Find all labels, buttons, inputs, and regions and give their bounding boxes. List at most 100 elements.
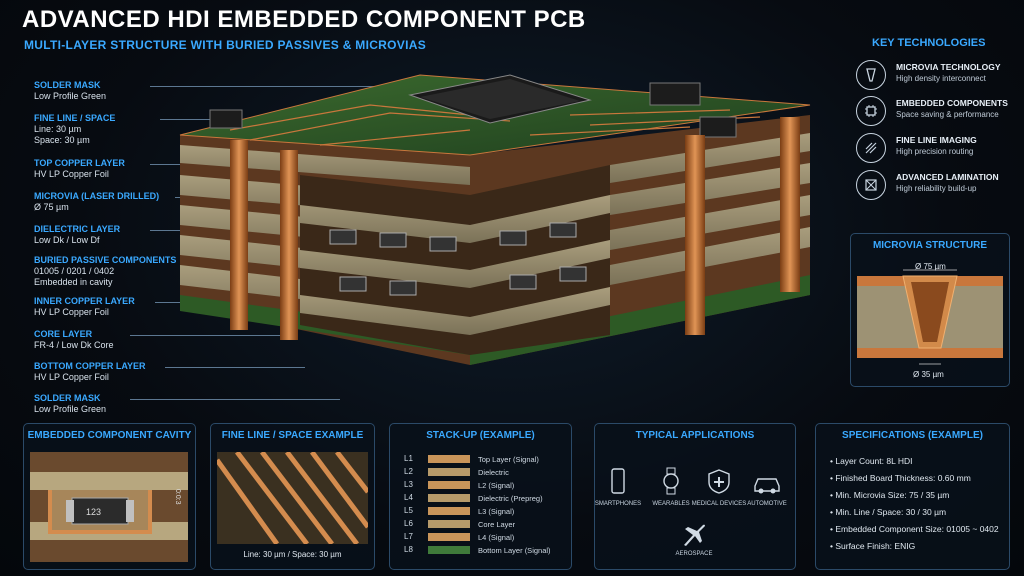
stackup-layer-id: L2 (404, 467, 413, 476)
stackup-layer-bar (428, 507, 470, 515)
label-top-copper-layer: TOP COPPER LAYER HV LP Copper Foil (34, 158, 125, 179)
leader-line (130, 399, 340, 400)
lamination-icon (856, 170, 886, 200)
spec-item: • Surface Finish: ENIG (830, 541, 915, 551)
label-dielectric-layer: DIELECTRIC LAYER Low Dk / Low Df (34, 224, 121, 245)
stackup-layer-desc: L3 (Signal) (478, 507, 515, 516)
stackup-layer-id: L5 (404, 506, 413, 515)
buried-component (339, 276, 367, 292)
stackup-layer-desc: L2 (Signal) (478, 481, 515, 490)
buried-component (389, 280, 417, 296)
medical-icon (704, 466, 734, 496)
label-buried-passives: BURIED PASSIVE COMPONENTS 01005 / 0201 /… (34, 255, 177, 287)
car-icon (752, 468, 782, 498)
spec-text: Min. Line / Space: 30 / 30 µm (835, 507, 947, 517)
fine-line-icon (856, 133, 886, 163)
small-chip (649, 82, 701, 106)
app-label-automotive: AUTOMOTIVE (747, 501, 787, 507)
buried-component (509, 274, 537, 290)
stackup-layer-id: L4 (404, 493, 413, 502)
stackup-layer-bar (428, 533, 470, 541)
spec-item: • Min. Microvia Size: 75 / 35 µm (830, 490, 949, 500)
main-chip (408, 74, 592, 124)
buried-component (379, 232, 407, 248)
via-pillar (780, 117, 800, 292)
key-tech-fine-line: FINE LINE IMAGING High precision routing (856, 133, 1016, 165)
stackup-layer-bar (428, 468, 470, 476)
stackup-layer-desc: Dielectric (Prepreg) (478, 494, 543, 503)
stackup-title: STACK-UP (EXAMPLE) (426, 430, 535, 441)
small-chip (209, 109, 243, 129)
microvia-icon (856, 60, 886, 90)
label-solder-mask-bottom: SOLDER MASK Low Profile Green (34, 393, 107, 414)
stackup-layer-id: L7 (404, 532, 413, 541)
fine-line-illustration (217, 452, 368, 544)
cavity-panel-title: EMBEDDED COMPONENT CAVITY (27, 430, 192, 441)
small-chip (699, 116, 737, 138)
specifications-title: SPECIFICATIONS (EXAMPLE) (842, 430, 983, 441)
microvia-top-diameter: Ø 75 µm (915, 262, 946, 271)
watch-icon (656, 466, 686, 496)
stackup-layer-id: L3 (404, 480, 413, 489)
key-tech-microvia: MICROVIA TECHNOLOGY High density interco… (856, 60, 1016, 92)
cavity-component-label: 123 (86, 507, 102, 517)
spec-text: Embedded Component Size: 01005 ~ 0402 (835, 524, 999, 534)
cavity-panel: EMBEDDED COMPONENT CAVITY 123 0:0:3 (23, 423, 196, 570)
label-bottom-copper-layer: BOTTOM COPPER LAYER HV LP Copper Foil (34, 361, 146, 382)
spec-text: Min. Microvia Size: 75 / 35 µm (835, 490, 950, 500)
bullet-icon: • (830, 473, 836, 483)
key-tech-embedded: EMBEDDED COMPONENTS Space saving & perfo… (856, 96, 1016, 128)
stackup-layer-bar (428, 520, 470, 528)
key-technologies-title: KEY TECHNOLOGIES (872, 37, 986, 49)
buried-component (499, 230, 527, 246)
app-label-aerospace: AEROSPACE (675, 551, 713, 557)
specifications-panel: SPECIFICATIONS (EXAMPLE) • Layer Count: … (815, 423, 1010, 570)
cutaway-interior (300, 165, 610, 355)
bullet-icon: • (830, 490, 836, 500)
stackup-layer-bar (428, 481, 470, 489)
microvia-bottom-diameter: Ø 35 µm (913, 370, 944, 379)
stackup-layer-desc: Bottom Layer (Signal) (478, 546, 551, 555)
spec-text: Finished Board Thickness: 0.60 mm (835, 473, 971, 483)
label-microvia: MICROVIA (LASER DRILLED) Ø 75 µm (34, 191, 160, 212)
leader-line (150, 86, 390, 87)
cavity-side-label: 0:0:3 (174, 489, 181, 505)
stackup-layer-desc: L4 (Signal) (478, 533, 515, 542)
leader-line (165, 367, 305, 368)
microvia-diagram (857, 269, 1003, 365)
bullet-icon: • (830, 541, 836, 551)
buried-component (559, 266, 587, 282)
stackup-layer-id: L1 (404, 454, 413, 463)
applications-panel: TYPICAL APPLICATIONS SMARTPHONES WEARABL… (594, 423, 796, 570)
spec-text: Surface Finish: ENIG (835, 541, 916, 551)
microvia-structure-title: MICROVIA STRUCTURE (872, 240, 988, 251)
cavity-illustration (30, 452, 188, 562)
smartphone-icon (603, 466, 633, 496)
app-label-wearables: WEARABLES (652, 501, 690, 507)
stackup-layer-id: L6 (404, 519, 413, 528)
stackup-panel: STACK-UP (EXAMPLE) L1 Top Layer (Signal) L… (389, 423, 572, 570)
fine-line-panel-title: FINE LINE / SPACE EXAMPLE (221, 430, 364, 441)
stackup-layer-bar (428, 455, 470, 463)
microvia-structure-panel: MICROVIA STRUCTURE Ø 75 µm Ø 35 µm (850, 233, 1010, 387)
label-inner-copper-layer: INNER COPPER LAYER HV LP Copper Foil (34, 296, 135, 317)
label-core-layer: CORE LAYER FR-4 / Low Dk Core (34, 329, 114, 350)
stackup-layer-bar (428, 494, 470, 502)
via-pillar (230, 140, 248, 330)
airplane-icon (679, 520, 709, 550)
stackup-layer-bar (428, 546, 470, 554)
pcb-cross-section-illustration (179, 74, 811, 365)
leader-line (130, 335, 280, 336)
label-solder-mask-top: SOLDER MASK Low Profile Green (34, 80, 107, 101)
app-label-smartphones: SMARTPHONES (594, 501, 642, 507)
via-pillar (280, 150, 298, 340)
stackup-layer-desc: Top Layer (Signal) (478, 455, 539, 464)
spec-item: • Min. Line / Space: 30 / 30 µm (830, 507, 946, 517)
buried-component (429, 236, 457, 252)
page-title: ADVANCED HDI EMBEDDED COMPONENT PCB (22, 6, 586, 33)
spec-item: • Layer Count: 8L HDI (830, 456, 913, 466)
chip-icon (856, 96, 886, 126)
spec-item: • Embedded Component Size: 01005 ~ 0402 (830, 524, 999, 534)
bullet-icon: • (830, 507, 836, 517)
